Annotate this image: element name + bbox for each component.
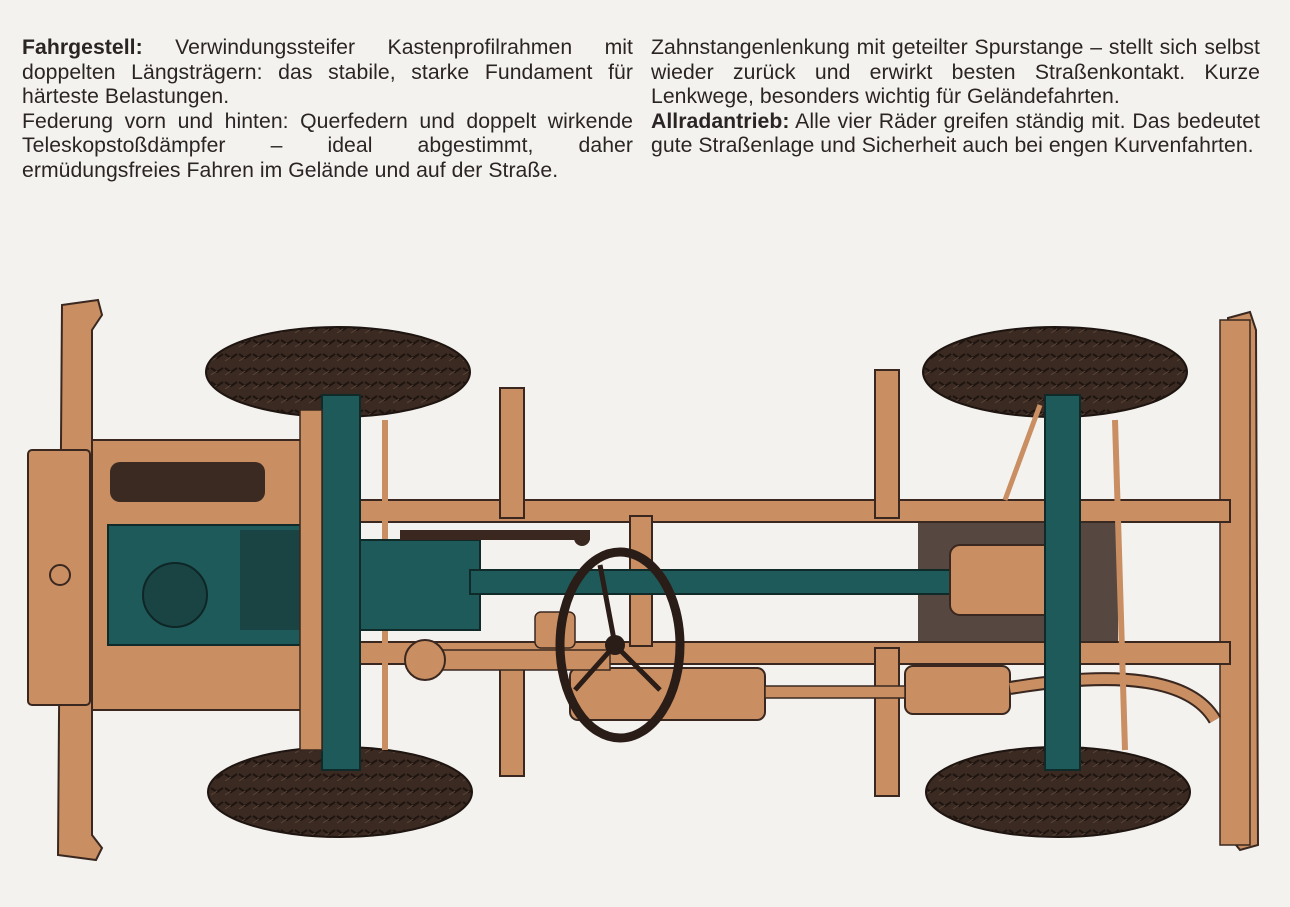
paragraph-fahrgestell: Fahrgestell: Verwindungssteifer Kastenpr… xyxy=(22,36,633,110)
tires xyxy=(205,326,1191,838)
steering-wheel xyxy=(555,547,685,743)
paragraph-federung: Federung vorn und hinten: Querfedern und… xyxy=(22,109,633,182)
drive-shaft xyxy=(469,569,971,595)
heading-allradantrieb: Allradantrieb: xyxy=(651,109,790,133)
left-text-column: Fahrgestell: Verwindungssteifer Kastenpr… xyxy=(22,36,633,184)
text-allradantrieb: Alle vier Räder greifen ständig mit. Das… xyxy=(651,109,1260,158)
engine xyxy=(91,439,309,711)
front-axle xyxy=(299,394,388,771)
chassis-illustration xyxy=(27,298,1260,862)
paragraph-allradantrieb: Allradantrieb: Alle vier Räder greifen s… xyxy=(651,110,1260,159)
rear-axle xyxy=(949,394,1128,771)
paragraph-lenkung: Zahnstangenlenkung mit geteilter Spursta… xyxy=(651,36,1260,109)
front-bumper xyxy=(27,298,104,862)
gearbox xyxy=(359,530,590,631)
rear-bumper xyxy=(1219,310,1260,852)
right-text-column: Zahnstangenlenkung mit geteilter Spursta… xyxy=(651,36,1260,159)
text-fahrgestell: Verwindungssteifer Kastenprofilrahmen mi… xyxy=(22,36,633,109)
heading-fahrgestell: Fahrgestell: xyxy=(22,36,143,59)
